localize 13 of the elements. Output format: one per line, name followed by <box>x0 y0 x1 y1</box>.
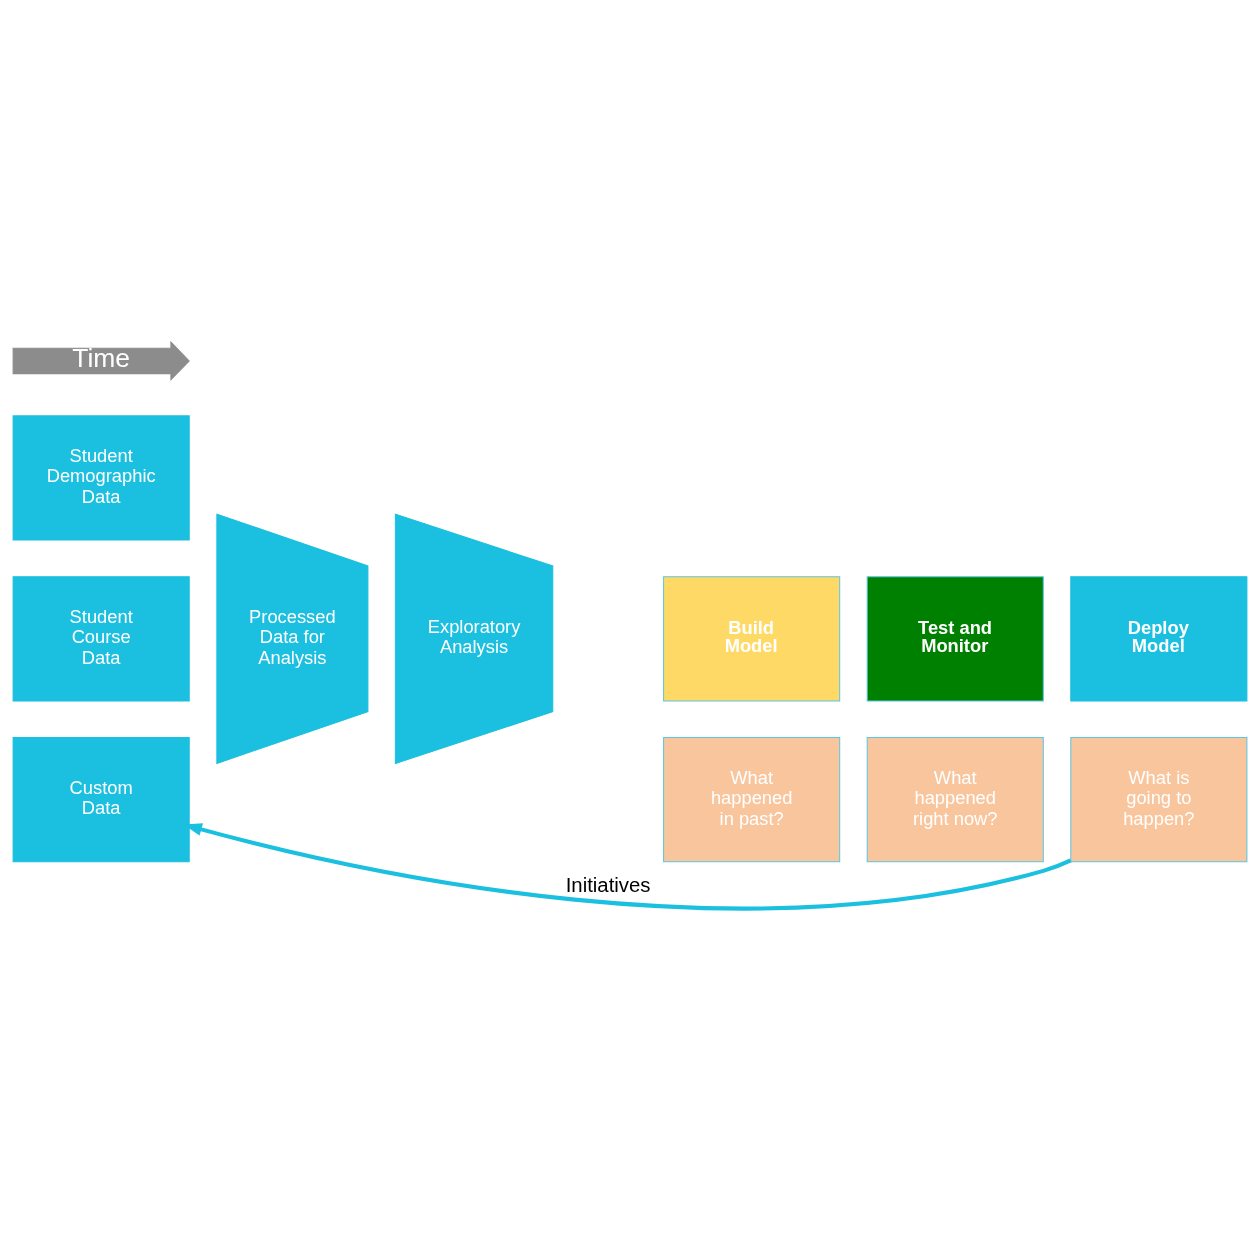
node-box: What happened right now? <box>866 736 1044 862</box>
node-box: Student Demographic Data <box>12 414 190 541</box>
node-box: Processed Data for Analysis <box>216 512 369 764</box>
node-box: Build Model <box>663 575 841 701</box>
label: Time <box>72 342 131 373</box>
node-box: Test and Monitor <box>866 575 1044 701</box>
edge-label: Initiatives <box>565 873 651 896</box>
node-box: Deploy Model <box>1070 575 1248 701</box>
node-box: Custom Data <box>12 736 190 862</box>
node-box: Exploratory Analysis <box>394 512 554 764</box>
node-box: What is going to happen? <box>1070 736 1248 862</box>
node-box: What happened in past? <box>663 736 841 862</box>
node-box: Student Course Data <box>12 575 190 701</box>
